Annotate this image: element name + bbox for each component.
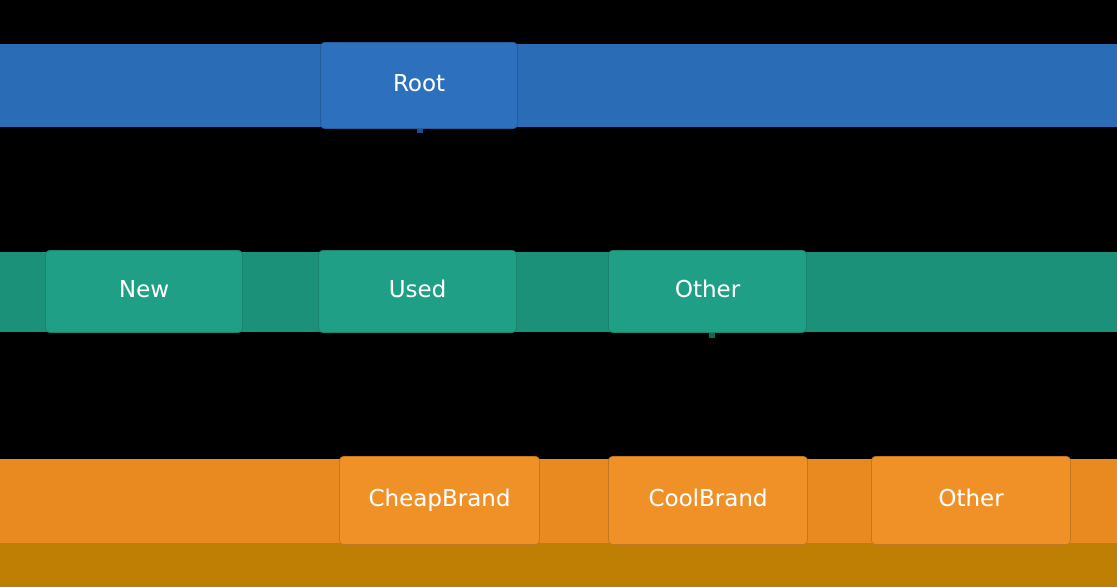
node-root-l0: Root (320, 42, 518, 129)
level-0-bar (0, 44, 1117, 127)
other-child-anchor (709, 333, 715, 338)
node-used-l1: Used (318, 250, 517, 333)
node-coolbrand-l2: CoolBrand (608, 456, 808, 545)
node-label: Other (938, 486, 1004, 512)
node-other-l1: Other (608, 250, 807, 333)
node-label: New (118, 277, 170, 303)
node-label: CoolBrand (648, 486, 768, 512)
node-label: Root (392, 71, 446, 97)
node-new-l1: New (45, 250, 243, 333)
node-other-l2: Other (871, 456, 1071, 545)
node-cheapbrand-l2: CheapBrand (339, 456, 540, 545)
node-label: Other (674, 277, 741, 303)
node-label: Used (388, 277, 447, 303)
level-3-clipped-bar (0, 543, 1117, 587)
node-label: CheapBrand (368, 486, 511, 512)
root-child-anchor (417, 129, 423, 133)
